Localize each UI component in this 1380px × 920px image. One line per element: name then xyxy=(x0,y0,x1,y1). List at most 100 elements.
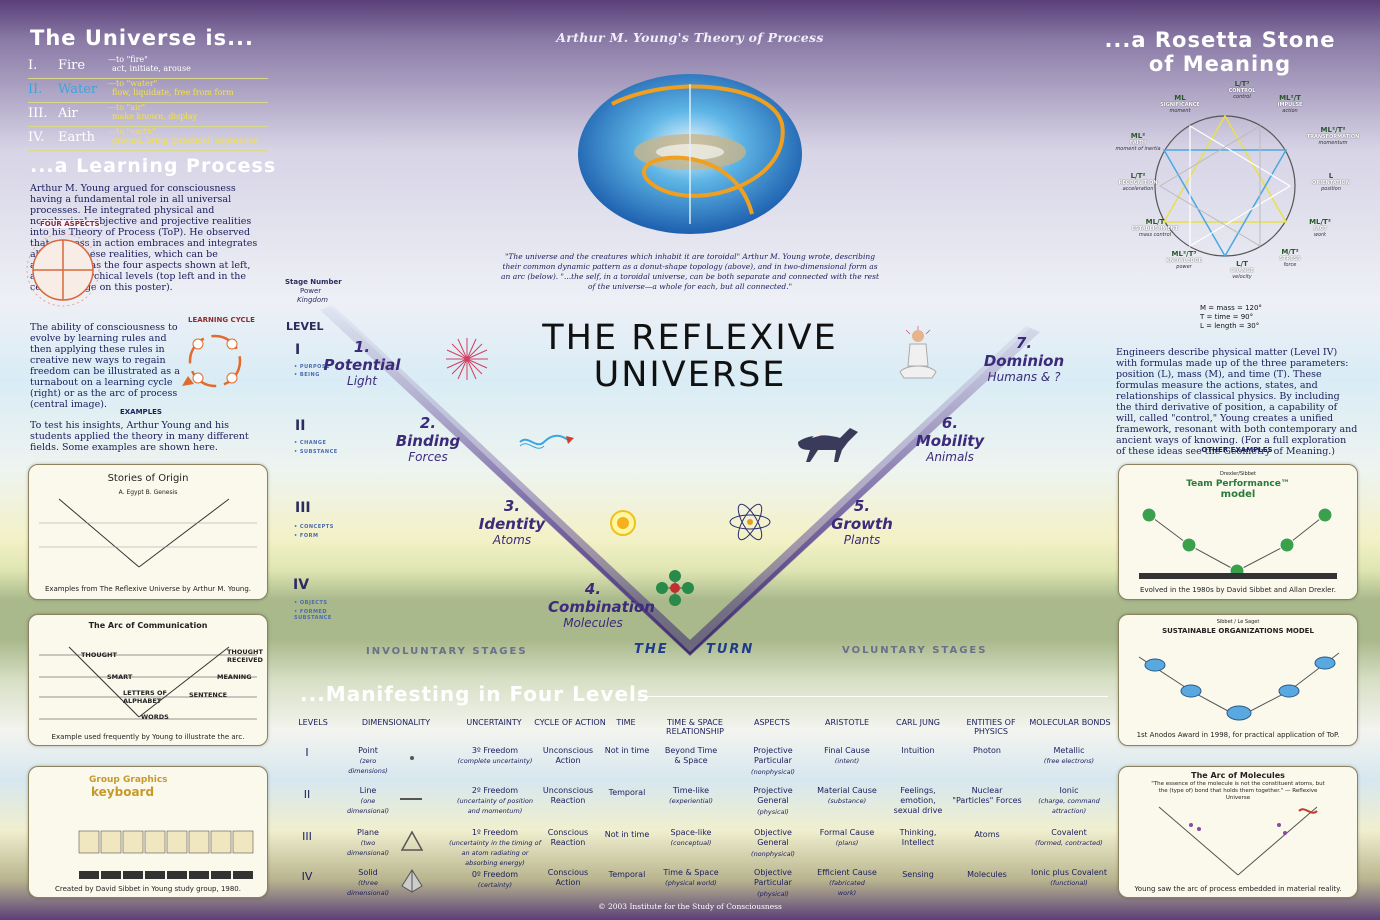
tetrahedron-glyph xyxy=(401,869,423,893)
stage-6-sub: Animals xyxy=(926,450,974,464)
row-ari: Formal Cause xyxy=(819,828,875,837)
level-roman-i: I xyxy=(295,342,301,358)
learning-cycle-diagram xyxy=(182,334,242,388)
row-asp-sub: (nonphysical) xyxy=(751,850,795,858)
rosetta-name: IMPULSE xyxy=(1277,102,1303,108)
row-time: Not in time xyxy=(604,830,650,839)
arc-label-sentence: SENTENCE xyxy=(189,691,228,699)
table-row: IV Solid (three dimensional) 0º Freedom … xyxy=(290,866,1116,906)
row-unc: 1º Freedom xyxy=(471,828,519,837)
rosetta-legend: M = mass = 120° T = time = 90° L = lengt… xyxy=(1200,304,1262,331)
arc-label-thought-received: THOUGHT RECEIVED xyxy=(227,648,263,664)
stage-1: 1. Potential Light xyxy=(322,338,402,388)
col-header-cycle: CYCLE OF ACTION xyxy=(534,718,606,727)
row-time: Temporal xyxy=(608,788,646,797)
element-desc: flow, liquidate, free from form xyxy=(112,88,234,97)
rosetta-label: ML² FAITH moment of inertia xyxy=(1102,132,1174,152)
rosetta-name: TRANSFORMATION xyxy=(1306,134,1360,140)
level-iv-sub2: • FORMED SUBSTANCE xyxy=(294,609,332,621)
element-number: III. xyxy=(28,106,48,121)
col-header-aristotle: ARISTOTLE xyxy=(824,718,870,727)
row-ari-sub: (substance) xyxy=(827,797,867,805)
stage-2-num: 2. xyxy=(419,414,437,432)
row-ts: Time-like xyxy=(672,786,710,795)
level-i-sub1: • PURPOSE xyxy=(294,364,330,370)
element-verb: —to "fire" xyxy=(108,55,148,64)
row-asp: Objective General xyxy=(754,828,792,847)
row-bond: Covalent xyxy=(1051,828,1087,837)
stage-3-num: 3. xyxy=(503,497,521,515)
rosetta-labels: L/T³ CONTROL control ML²/T IMPULSE actio… xyxy=(1100,80,1380,290)
row-ari: Efficient Cause xyxy=(817,868,877,877)
level-roman-iii: III xyxy=(295,500,311,516)
row-ts-sub: (physical world) xyxy=(665,879,717,887)
row-unc-sub: (uncertainty of position and momentum) xyxy=(456,797,534,815)
row-dim: Solid xyxy=(358,868,378,877)
legend-length: L = length = 30° xyxy=(1200,322,1260,330)
stage-6-num: 6. xyxy=(941,414,959,432)
torus-image xyxy=(578,74,802,234)
other-examples-heading: OTHER EXAMPLES xyxy=(1201,446,1273,454)
rosetta-sub: control xyxy=(1233,94,1251,100)
rosetta-formula: ML² xyxy=(1130,132,1146,140)
rosetta-label: ML SIGNIFICANCE moment xyxy=(1150,94,1210,114)
stage-4: 4. Combination Molecules xyxy=(548,580,655,630)
stage-4-name: Combination xyxy=(548,598,655,616)
rosetta-name: ORIENTATION xyxy=(1312,180,1350,186)
arc-label-smart: SMART xyxy=(107,673,133,681)
row-level: III xyxy=(302,830,312,843)
molecules-diagram xyxy=(1158,806,1318,876)
rosetta-name: FACT xyxy=(1313,226,1327,232)
row-dim: Line xyxy=(359,786,377,795)
rosetta-label: ML²/T IMPULSE action xyxy=(1268,94,1312,114)
element-desc: make known, display xyxy=(112,112,198,121)
line-glyph xyxy=(400,798,422,800)
element-name: Earth xyxy=(58,130,96,145)
examples-heading: EXAMPLES xyxy=(120,408,162,416)
col-header-dimensionality: DIMENSIONALITY xyxy=(361,718,431,727)
row-asp: Projective General xyxy=(753,786,793,805)
row-unc: 3º Freedom xyxy=(471,746,519,755)
row-phys: Nuclear "Particles" Forces xyxy=(952,786,1022,805)
row-jung: Feelings, emotion, sexual drive xyxy=(893,786,943,815)
row-level: I xyxy=(305,746,309,759)
row-ari-sub: (intent) xyxy=(834,757,860,765)
arc-label-meaning: MEANING xyxy=(217,673,252,681)
stage-1-sub: Light xyxy=(347,374,377,388)
four-aspects-label: FOUR ASPECTS xyxy=(40,220,100,228)
molecule-icon xyxy=(656,570,694,606)
row-unc: 0º Freedom xyxy=(471,870,519,879)
stage-2-sub: Forces xyxy=(408,450,448,464)
level-roman-iv: IV xyxy=(293,577,310,593)
element-verb: —to "air" xyxy=(108,103,146,112)
row-ari-sub: (plans) xyxy=(835,839,859,847)
rosetta-formula: ML xyxy=(1174,94,1186,102)
subtitle: Arthur M. Young's Theory of Process xyxy=(556,30,824,45)
stage-7-sub: Humans & ? xyxy=(987,370,1061,384)
legend-time: T = time = 90° xyxy=(1200,313,1254,321)
group-graphics-caption: Created by David Sibbet in Young study g… xyxy=(55,885,241,893)
element-number: II. xyxy=(28,82,43,97)
stage-5-num: 5. xyxy=(853,497,871,515)
stage-3: 3. Identity Atoms xyxy=(472,497,552,547)
row-asp-sub: (physical) xyxy=(757,808,789,816)
point-glyph xyxy=(410,756,414,760)
row-ts: Beyond Time & Space xyxy=(664,746,718,765)
row-cycle: Conscious Action xyxy=(547,868,589,887)
element-number: IV. xyxy=(28,130,45,145)
sustainable-caption: 1st Anodos Award in 1998, for practical … xyxy=(1136,731,1340,739)
the-turn-the: THE xyxy=(634,642,669,657)
torus-quote: "The universe and the creatures which in… xyxy=(501,252,879,291)
element-desc: act, initiate, arouse xyxy=(112,64,191,73)
level-heading: LEVEL xyxy=(286,320,324,333)
rosetta-name: ESTABLISHMENT xyxy=(1131,226,1179,232)
row-unc-sub: (uncertainty in the timing of an atom ra… xyxy=(449,839,541,867)
row-time: Not in time xyxy=(604,746,650,755)
rosetta-formula: L/T xyxy=(1236,260,1248,268)
row-unc-sub: (certainty) xyxy=(477,881,513,889)
manifesting-rule xyxy=(638,696,1108,697)
legend-mass: M = mass = 120° xyxy=(1200,304,1262,312)
learning-para1: Arthur M. Young argued for consciousness… xyxy=(30,183,258,293)
footer-copyright: © 2003 Institute for the Study of Consci… xyxy=(598,902,782,911)
col-header-levels: LEVELS xyxy=(298,718,328,727)
